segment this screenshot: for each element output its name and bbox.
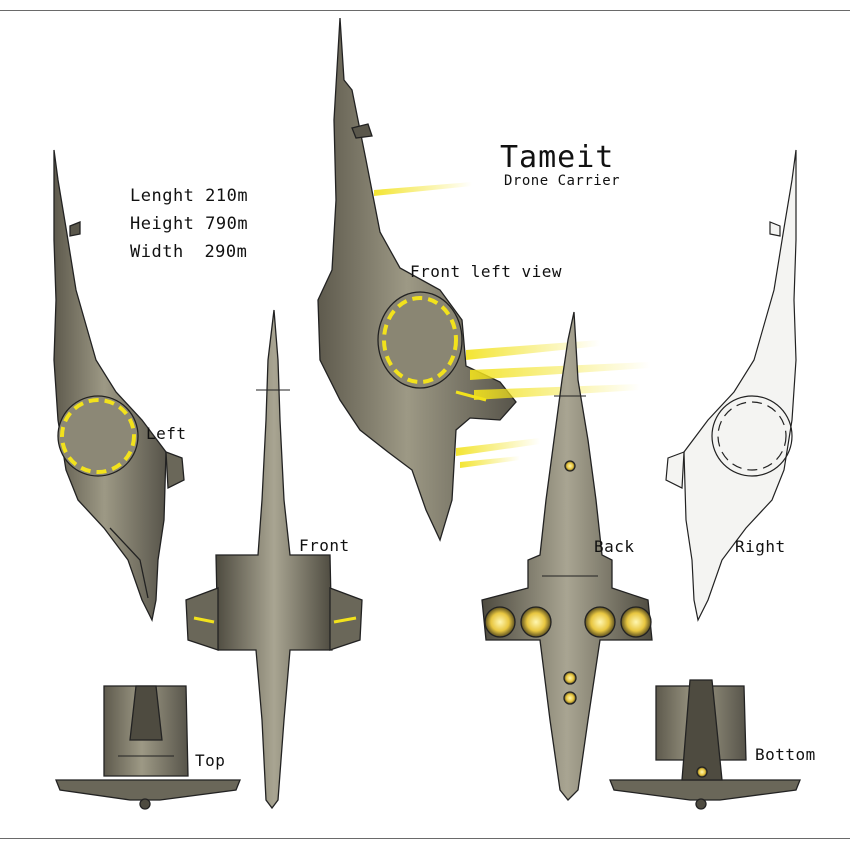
left-view-ship	[53, 149, 185, 622]
label-top-view: Top	[195, 751, 226, 770]
spec-width-name: Width	[130, 242, 184, 262]
spec-length: Lenght 210m	[130, 186, 248, 206]
top-view-ship	[55, 685, 241, 810]
spec-height-value: 790m	[205, 214, 249, 234]
back-view-ship	[481, 311, 653, 801]
front-left-thruster-glow	[374, 182, 650, 468]
front-left-view-ship	[317, 17, 517, 542]
label-back-view: Back	[594, 537, 635, 556]
spec-width-value: 290m	[204, 242, 248, 262]
label-bottom-view: Bottom	[755, 745, 816, 764]
ship-title: Tameit	[500, 140, 615, 175]
bottom-frame-line	[0, 838, 850, 839]
bottom-view-ship	[609, 679, 801, 810]
spec-width: Width 290m	[130, 242, 247, 262]
spec-length-value: 210m	[205, 186, 249, 206]
spec-height-name: Height	[130, 214, 195, 234]
right-view-ship	[665, 149, 797, 622]
top-frame-line	[0, 10, 850, 11]
label-left-view: Left	[146, 424, 187, 443]
label-right-view: Right	[735, 537, 786, 556]
spec-height: Height 790m	[130, 214, 248, 234]
label-front-left-view: Front left view	[410, 262, 562, 281]
label-front-view: Front	[299, 536, 350, 555]
spec-length-name: Lenght	[130, 186, 195, 206]
front-view-ship	[185, 309, 363, 810]
ship-subtitle: Drone Carrier	[504, 173, 621, 189]
